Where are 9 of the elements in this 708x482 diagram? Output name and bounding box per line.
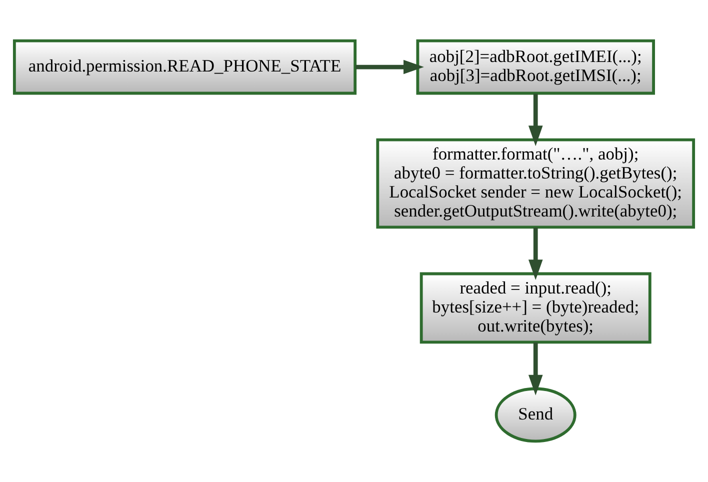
arrow (355, 60, 424, 74)
arrow (528, 227, 543, 280)
node-ellipse: Send (494, 387, 576, 443)
node-box: formatter.format("….", aobj); abyte0 = formatter.toString().getBytes(); LocalSocket sender = new LocalSocket(); sender.getOutputStream().write(abyte0); (376, 138, 696, 229)
node-box: aobj[2]=adbRoot.getIMEI(...); aobj[3]=adbRoot.getIMSI(...); (416, 39, 655, 95)
arrow (528, 342, 543, 396)
node-box: readed = input.read(); bytes[size++] = (byte)readed; out.write(bytes); (420, 272, 652, 344)
arrow (528, 94, 543, 146)
node-box: android.permission.READ_PHONE_STATE (12, 39, 357, 95)
